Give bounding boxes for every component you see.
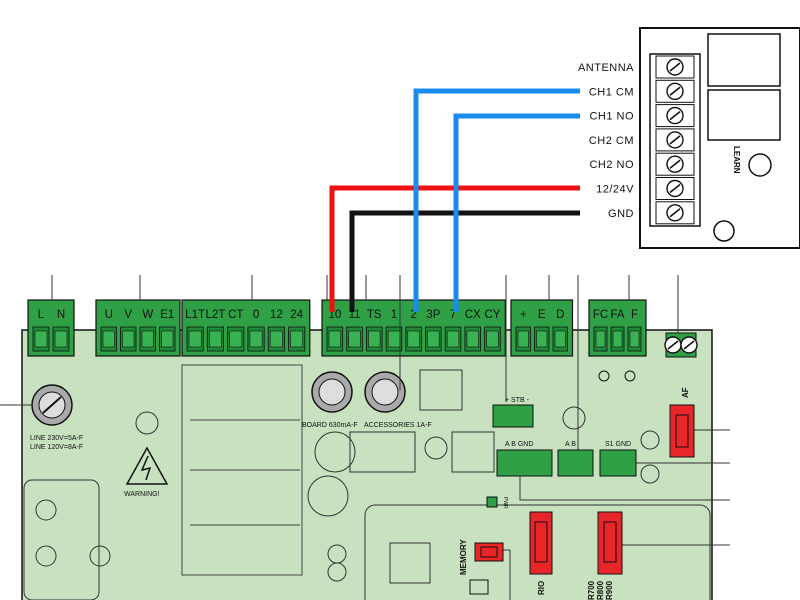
- stb-connector[interactable]: [492, 404, 534, 428]
- s1-label: S1 GND: [605, 441, 631, 448]
- terminal-label: FA: [610, 309, 624, 321]
- terminal-label: D: [556, 309, 564, 321]
- terminal-label: CT: [228, 309, 243, 321]
- learn-label: LEARN: [732, 146, 741, 174]
- rio-plug[interactable]: [529, 511, 553, 575]
- receiver-output-labels: ANTENNA CH1 CM CH1 NO CH2 CM CH2 NO 12/24V GND: [578, 62, 634, 220]
- terminal-label: W: [142, 309, 153, 321]
- accessories-fuse-label: ACCESSORIES 1A-F: [364, 422, 432, 429]
- receiver-output-label: CH2 NO: [589, 159, 634, 171]
- wire-black-gnd: [349, 210, 580, 312]
- terminal-label: CX: [465, 309, 481, 321]
- terminal-label: 1: [391, 309, 397, 321]
- line-fuse-label-1: LINE 230V=5A-F: [30, 435, 83, 442]
- terminal-label: +: [520, 309, 527, 321]
- terminal-label: L: [38, 309, 45, 321]
- receiver-terminal-0[interactable]: [655, 55, 695, 79]
- terminal-label: CY: [484, 309, 500, 321]
- receiver-output-label: CH1 CM: [589, 86, 634, 98]
- pwr-label: PWR: [502, 497, 508, 509]
- receiver-relay-1: [707, 33, 781, 87]
- rio-label: RIO: [537, 581, 546, 595]
- receiver-relay-2: [707, 89, 781, 141]
- wires: [329, 88, 580, 312]
- warning-icon: [125, 446, 169, 485]
- receiver-terminal-4[interactable]: [655, 152, 695, 176]
- terminal-label: 24: [290, 309, 303, 321]
- s1-connector[interactable]: [599, 449, 637, 477]
- receiver-terminal-1[interactable]: [655, 79, 695, 103]
- r900-label: R900: [605, 580, 614, 600]
- capacitor-2: [307, 475, 349, 517]
- stb-label: + STB -: [505, 397, 530, 404]
- terminal-label: 0: [253, 309, 259, 321]
- r-series-plug[interactable]: [597, 511, 623, 575]
- terminal-label: L2T: [206, 309, 226, 321]
- receiver-screws: [655, 55, 695, 225]
- memory-label: MEMORY: [459, 539, 468, 575]
- terminal-label: 2: [410, 309, 416, 321]
- receiver-led: [713, 220, 735, 242]
- terminal-label: E: [538, 309, 546, 321]
- capacitor-1: [314, 431, 356, 473]
- terminal-label: E1: [160, 309, 174, 321]
- r800-label: R800: [596, 580, 605, 600]
- learn-button[interactable]: [748, 153, 772, 177]
- receiver-terminal-6[interactable]: [655, 201, 695, 225]
- rs485-label: A B GND: [505, 441, 533, 448]
- receiver-output-label: 12/24V: [596, 184, 634, 196]
- mount-hole-right: [562, 406, 586, 430]
- board-connectors: + STB - A B GND A B S1 GND AF RIO R700 R…: [459, 387, 695, 600]
- receiver-output-label: ANTENNA: [578, 62, 634, 74]
- receiver-output-label: CH1 NO: [589, 111, 634, 123]
- chip: [389, 542, 431, 584]
- wire-blue-ch1-cm: [413, 88, 580, 312]
- af-label: AF: [681, 387, 690, 398]
- terminal-label: 11: [349, 309, 361, 321]
- ab-connector[interactable]: [557, 449, 594, 477]
- relay-area: [181, 364, 303, 576]
- terminal-label: N: [57, 309, 65, 321]
- r700-label: R700: [587, 580, 596, 600]
- terminal-label: V: [124, 309, 132, 321]
- transformer: [23, 479, 100, 600]
- rs485-connector[interactable]: [496, 449, 553, 477]
- line-fuse-label-2: LINE 120V=8A-F: [30, 444, 83, 451]
- ab-label: A B: [565, 441, 576, 448]
- terminal-label: 12: [270, 309, 283, 321]
- receiver-output-label: GND: [608, 208, 634, 220]
- receiver-terminal-2[interactable]: [655, 104, 695, 128]
- af-plug[interactable]: [669, 404, 695, 458]
- terminal-label: 7: [450, 309, 456, 321]
- terminal-label: FC: [593, 309, 608, 321]
- terminal-label: L1T: [185, 309, 205, 321]
- receiver-output-label: CH2 CM: [589, 135, 634, 147]
- warning-label: WARNING!: [124, 491, 160, 498]
- terminal-label: TS: [367, 309, 382, 321]
- wire-blue-ch1-no: [453, 113, 580, 312]
- terminal-label: 3P: [426, 309, 440, 321]
- receiver-terminal-5[interactable]: [655, 177, 695, 200]
- board-fuse-label: BOARD 630mA-F: [302, 422, 358, 429]
- logic-area: [364, 504, 711, 600]
- radio-receiver-module: LEARN: [639, 27, 800, 249]
- terminal-label: F: [631, 309, 638, 321]
- terminal-label: U: [105, 309, 113, 321]
- receiver-terminal-3[interactable]: [655, 128, 695, 152]
- memory-slot[interactable]: [474, 542, 504, 562]
- control-board: WARNING! LINE 230V=5A-F LINE 120V=8A-F B…: [21, 329, 713, 600]
- mount-hole-left: [135, 411, 159, 435]
- wire-red-12-24v: [329, 185, 580, 312]
